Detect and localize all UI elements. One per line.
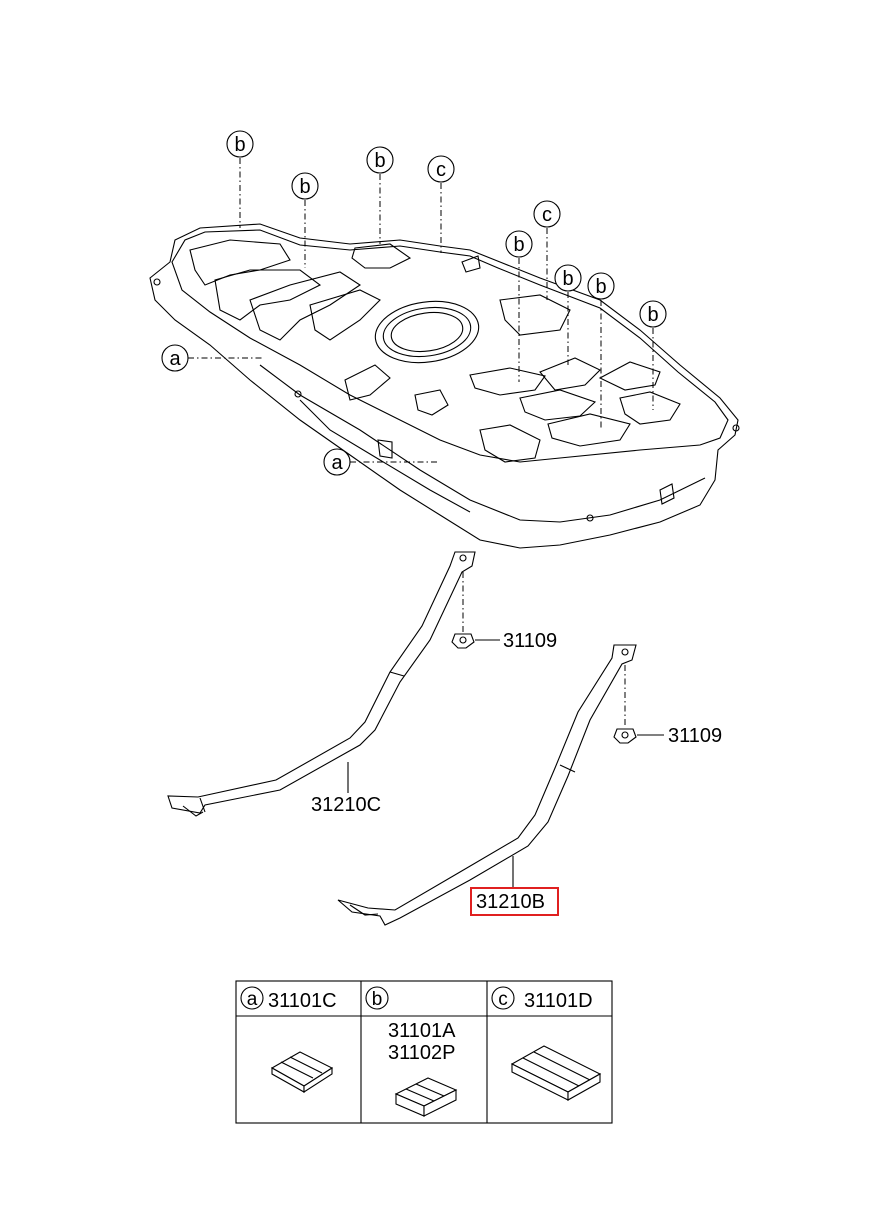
callout-c: c [533,200,561,228]
highlight-box [470,887,559,916]
callout-label: b [234,134,245,156]
fuel-tank [149,223,740,549]
callout-label: b [299,176,310,198]
rubber-pad-icon [510,1045,602,1101]
legend-part-label: 31102P [388,1042,455,1064]
callout-c: c [427,155,455,183]
legend-circle-label: c [498,989,508,1010]
legend-part-label: 31101D [524,990,593,1012]
callout-label: c [542,204,552,226]
legend-part-label: 31101C [268,990,337,1012]
legend-part-label: 31101A [388,1020,456,1042]
callout-a: a [323,448,351,476]
legend-col-a: a 31101C [240,986,337,1094]
callout-b: b [366,146,394,174]
legend-table: a 31101C b 31101A 31102P [235,980,613,1124]
legend-col-b: b 31101A 31102P [365,986,458,1117]
callout-b: b [505,230,533,258]
part-label-31109: 31109 [503,630,557,652]
part-label-31210c: 31210C [311,794,381,816]
callout-label: a [331,452,343,474]
callout-leaders [188,158,654,463]
callout-label: b [647,304,658,326]
callout-label: b [595,276,606,298]
callout-b: b [554,264,582,292]
callout-label: b [374,150,385,172]
callout-b: b [639,300,667,328]
callout-b: b [587,272,615,300]
callout-label: b [513,234,524,256]
callout-label: a [169,348,181,370]
callout-circles: b b b c c b b b [161,130,667,476]
rubber-pad-icon [394,1077,458,1117]
callout-label: c [436,159,446,181]
part-label-31109: 31109 [668,725,722,747]
callout-a: a [161,344,189,372]
strap-31210b [337,644,637,926]
legend-circle-label: b [372,989,383,1010]
strap-31210c [167,551,476,817]
callout-label: b [562,268,573,290]
legend-col-c: c 31101D [491,986,602,1101]
bolt-nut-icon [451,633,475,649]
part-label-31210b[interactable]: 31210B [476,891,545,913]
legend-circle-label: a [247,989,258,1010]
callout-b: b [291,172,319,200]
bolt-nut-icon [613,728,637,744]
callout-b: b [226,130,254,158]
rubber-pad-icon [270,1051,334,1094]
